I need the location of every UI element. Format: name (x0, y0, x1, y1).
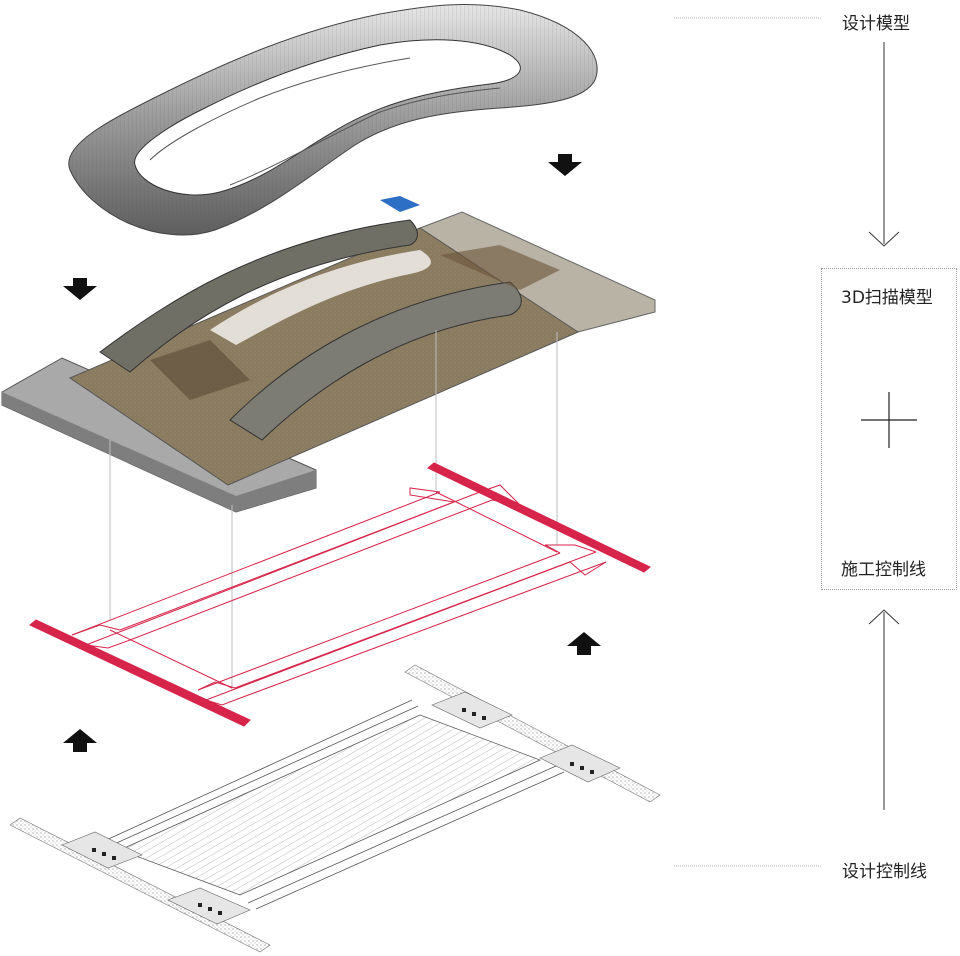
design-model-ring (68, 4, 598, 236)
flow-connectors (674, 17, 900, 867)
projection-lines (109, 330, 558, 690)
arrow-up-icon (63, 729, 97, 752)
arrow-down-icon (548, 154, 582, 176)
design-control-lines (9, 664, 661, 953)
construction-control-lines (29, 462, 651, 727)
construction-lines-label: 施工控制线 (841, 560, 926, 580)
combined-model-box (821, 268, 957, 590)
plus-icon (861, 392, 917, 448)
design-model-label: 设计模型 (842, 14, 910, 34)
design-lines-label: 设计控制线 (842, 862, 927, 882)
3d-scan-model (1, 196, 656, 513)
arrow-up-icon (567, 632, 601, 655)
scan-model-label: 3D扫描模型 (841, 288, 933, 308)
arrow-down-icon (63, 278, 97, 300)
